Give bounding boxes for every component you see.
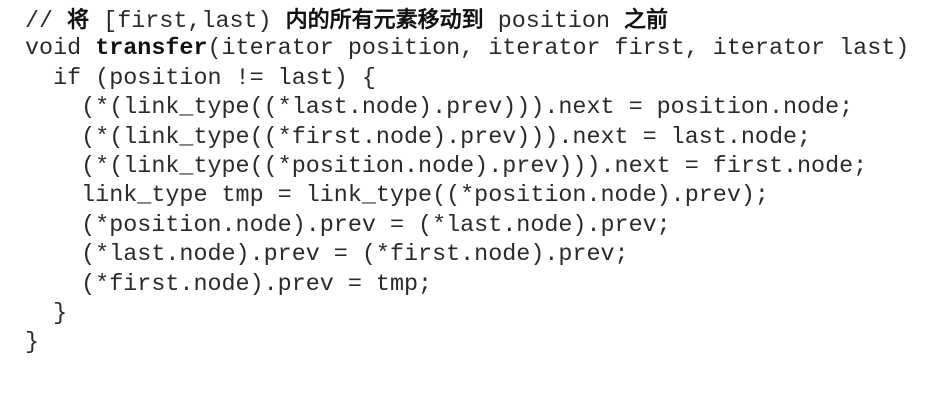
function-name: transfer	[95, 36, 208, 63]
comment-cjk-all-elements: 内的所有元素移动到	[285, 8, 484, 33]
return-type: void	[25, 36, 96, 63]
code-line-close-function: }	[25, 330, 40, 357]
code-line-last-prev: (*last.node).prev = (*first.node).prev;	[25, 242, 629, 269]
comment-range: [first,last)	[89, 9, 286, 35]
code-line-tmp-decl: link_type tmp = link_type((*position.nod…	[25, 183, 769, 210]
comment-cjk-move: 将	[67, 8, 90, 33]
comment-cjk-before: 之前	[624, 8, 669, 33]
code-line-link-last: (*(link_type((*last.node).prev))).next =…	[25, 95, 854, 122]
parameter-list: (iterator position, iterator first, iter…	[207, 36, 910, 63]
code-line-close-if: }	[25, 300, 68, 327]
comment-prefix: //	[25, 9, 68, 35]
code-line-first-prev: (*first.node).prev = tmp;	[25, 271, 433, 298]
code-line-if: if (position != last) {	[25, 65, 376, 92]
function-signature: void transfer(iterator position, iterato…	[25, 35, 909, 64]
comment-target: position	[483, 9, 625, 35]
comment-line: // 将 [first,last) 内的所有元素移动到 position 之前	[25, 6, 909, 35]
code-line-link-first: (*(link_type((*first.node).prev))).next …	[25, 124, 812, 151]
code-line-link-position: (*(link_type((*position.node).prev))).ne…	[25, 153, 868, 180]
code-line-position-prev: (*position.node).prev = (*last.node).pre…	[25, 212, 671, 239]
